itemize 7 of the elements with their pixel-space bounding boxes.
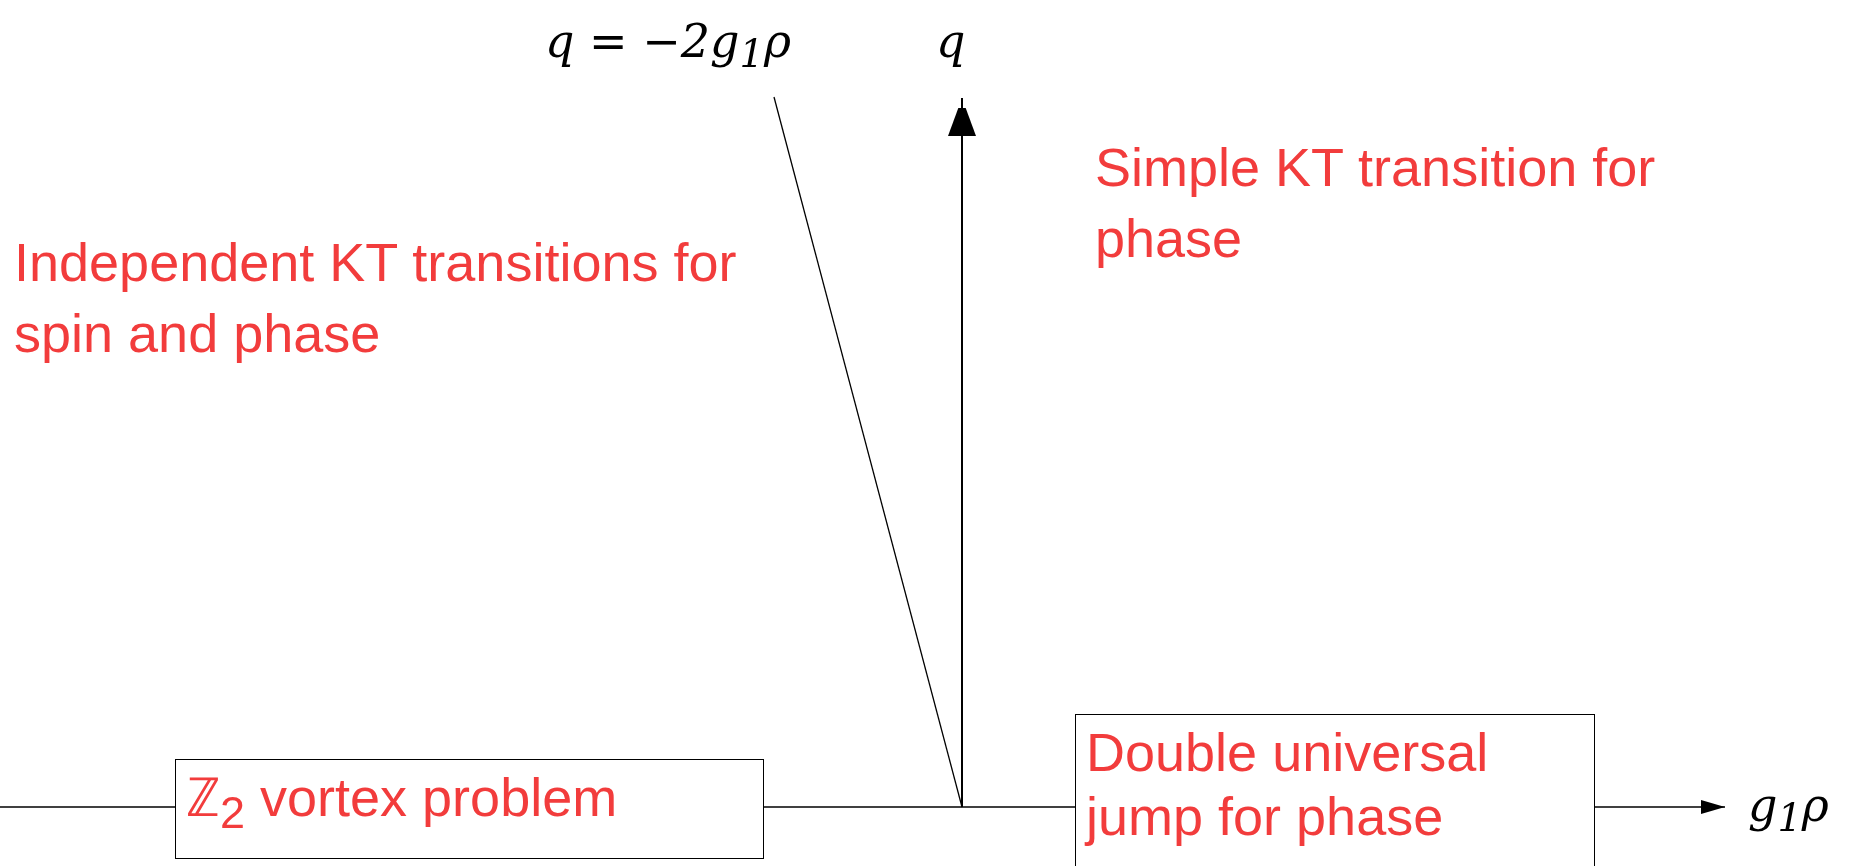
axis-label: q [936, 14, 966, 68]
region-box: Double universal jump for phase [1075, 714, 1595, 866]
region-label: Independent KT transitions for spin and phase [14, 231, 738, 366]
region-box: ℤ$_{2}$ vortex problem [175, 759, 764, 859]
region-label: Simple KT transition for phase [1095, 136, 1657, 271]
axis-label: g$_{1}$ρ [1748, 778, 1829, 841]
boundary-equation: q = −2g$_{1}$ρ [545, 14, 791, 77]
